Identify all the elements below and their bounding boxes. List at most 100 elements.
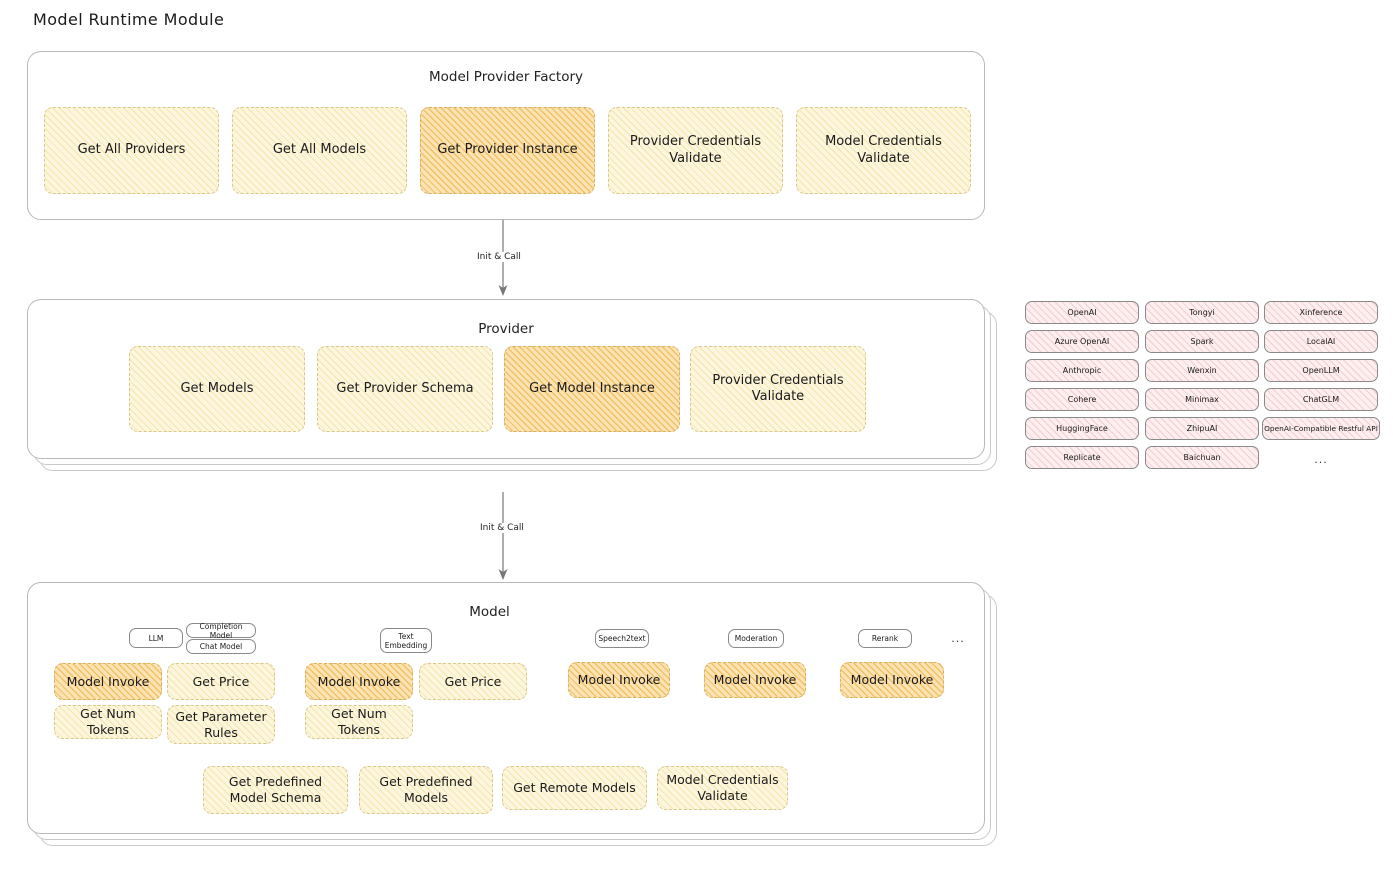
provider-chip-anthropic[interactable]: Anthropic — [1025, 359, 1139, 382]
node-label: Model Credentials Validate — [825, 134, 942, 166]
factory-node-get-provider-instance[interactable]: Get Provider Instance — [420, 107, 595, 194]
node-label: Provider Credentials Validate — [629, 134, 762, 166]
node-label: Get Num Tokens — [331, 706, 387, 737]
chip-label: Spark — [1190, 337, 1214, 346]
provider-chip-localai[interactable]: LocalAI — [1264, 330, 1378, 353]
model-action-text-embedding-model-invoke[interactable]: Model Invoke — [305, 663, 413, 700]
factory-node-model-credentials-validate[interactable]: Model Credentials Validate — [796, 107, 971, 194]
model-type-badge-more: ... — [944, 631, 972, 647]
model-type-badge-speech2text[interactable]: Speech2text — [595, 629, 649, 648]
model-type-badge-text-embedding[interactable]: Text Embedding — [380, 628, 432, 653]
model-subtype-badge-chat-model[interactable]: Chat Model — [186, 639, 256, 654]
badge-label: LLM — [148, 633, 164, 643]
chip-label: Tongyi — [1189, 308, 1215, 317]
chip-label: OpenAI — [1067, 308, 1097, 317]
model-common-action-get-remote-models[interactable]: Get Remote Models — [502, 766, 647, 810]
node-label: Get Predefined Models — [379, 774, 473, 805]
node-label: Get Provider Schema — [336, 380, 474, 396]
model-action-rerank-model-invoke[interactable]: Model Invoke — [840, 662, 944, 698]
provider-chip-chatglm[interactable]: ChatGLM — [1264, 388, 1378, 411]
badge-label: ... — [951, 632, 965, 646]
badge-label: Chat Model — [199, 642, 243, 651]
chip-label: OpenLLM — [1302, 366, 1340, 375]
node-label: Get Predefined Model Schema — [228, 774, 323, 805]
node-label: Get Model Instance — [529, 380, 655, 396]
badge-label: Text Embedding — [384, 631, 428, 650]
provider-chip-xinference[interactable]: Xinference — [1264, 301, 1378, 324]
model-subtype-badge-completion-model[interactable]: Completion Model — [186, 621, 256, 640]
badge-label: Moderation — [734, 634, 778, 643]
badge-label: Completion Model — [199, 621, 243, 640]
model-action-llm-get-parameter-rules[interactable]: Get Parameter Rules — [167, 705, 275, 744]
arrow-provider-to-model — [470, 492, 540, 582]
provider-chip-more: ... — [1264, 450, 1378, 468]
provider-chip-openai[interactable]: OpenAI — [1025, 301, 1139, 324]
provider-chip-azure-openai[interactable]: Azure OpenAI — [1025, 330, 1139, 353]
node-label: Get Provider Instance — [437, 142, 578, 158]
chip-label: ZhipuAI — [1186, 424, 1218, 433]
chip-label: OpenAI-Compatible Restful API — [1264, 424, 1378, 433]
model-common-action-get-predefined-models[interactable]: Get Predefined Models — [359, 766, 493, 814]
node-label: Provider Credentials Validate — [712, 372, 844, 404]
node-label: Get Models — [180, 380, 254, 396]
provider-chip-minimax[interactable]: Minimax — [1145, 388, 1259, 411]
model-action-text-embedding-get-price[interactable]: Get Price — [419, 663, 527, 700]
model-type-badge-llm[interactable]: LLM — [129, 628, 183, 648]
model-action-llm-get-num-tokens[interactable]: Get Num Tokens — [54, 705, 162, 739]
chip-label: ... — [1314, 452, 1328, 466]
provider-chip-baichuan[interactable]: Baichuan — [1145, 446, 1259, 469]
model-action-moderation-model-invoke[interactable]: Model Invoke — [704, 662, 806, 698]
model-type-badge-rerank[interactable]: Rerank — [858, 629, 912, 648]
chip-label: Anthropic — [1062, 366, 1102, 375]
arrow-icon — [498, 492, 508, 580]
chip-label: Replicate — [1063, 453, 1101, 462]
node-label: Model Invoke — [577, 672, 661, 688]
node-label: Get Num Tokens — [80, 706, 136, 737]
model-action-llm-model-invoke[interactable]: Model Invoke — [54, 663, 162, 700]
provider-chip-openai-compatible-restful-api[interactable]: OpenAI-Compatible Restful API — [1262, 417, 1380, 440]
model-action-speech2text-model-invoke[interactable]: Model Invoke — [568, 662, 670, 698]
page-title: Model Runtime Module — [33, 10, 225, 29]
provider-node-provider-credentials-validate[interactable]: Provider Credentials Validate — [690, 346, 866, 432]
provider-chip-huggingface[interactable]: HuggingFace — [1025, 417, 1139, 440]
node-label: Get All Providers — [77, 142, 186, 158]
model-type-badge-moderation[interactable]: Moderation — [728, 629, 784, 648]
chip-label: Wenxin — [1187, 366, 1217, 375]
provider-chip-replicate[interactable]: Replicate — [1025, 446, 1139, 469]
model-common-action-get-predefined-model-schema[interactable]: Get Predefined Model Schema — [203, 766, 348, 814]
model-action-llm-get-price[interactable]: Get Price — [167, 663, 275, 700]
model-action-text-embedding-get-num-tokens[interactable]: Get Num Tokens — [305, 705, 413, 739]
factory-node-provider-credentials-validate[interactable]: Provider Credentials Validate — [608, 107, 783, 194]
provider-node-get-models[interactable]: Get Models — [129, 346, 305, 432]
model-title: Model — [469, 604, 510, 620]
chip-label: Minimax — [1185, 395, 1219, 404]
node-label: Model Invoke — [317, 673, 401, 689]
provider-title: Provider — [478, 321, 534, 337]
provider-chip-spark[interactable]: Spark — [1145, 330, 1259, 353]
factory-node-get-all-providers[interactable]: Get All Providers — [44, 107, 219, 194]
provider-node-get-model-instance[interactable]: Get Model Instance — [504, 346, 680, 432]
provider-chip-cohere[interactable]: Cohere — [1025, 388, 1139, 411]
node-label: Get Remote Models — [513, 780, 636, 796]
arrow-label-init-and-call-1: Init & Call — [474, 252, 524, 262]
chip-label: ChatGLM — [1302, 395, 1340, 404]
chip-label: Baichuan — [1183, 453, 1221, 462]
chip-label: Azure OpenAI — [1054, 337, 1110, 346]
factory-node-get-all-models[interactable]: Get All Models — [232, 107, 407, 194]
chip-label: HuggingFace — [1056, 424, 1108, 433]
node-label: Model Invoke — [66, 673, 150, 689]
provider-chip-wenxin[interactable]: Wenxin — [1145, 359, 1259, 382]
node-label: Get Price — [192, 673, 250, 689]
provider-chip-tongyi[interactable]: Tongyi — [1145, 301, 1259, 324]
model-common-action-model-credentials-validate[interactable]: Model Credentials Validate — [657, 766, 788, 810]
provider-chip-openllm[interactable]: OpenLLM — [1264, 359, 1378, 382]
node-label: Model Invoke — [850, 672, 934, 688]
provider-chip-zhipuai[interactable]: ZhipuAI — [1145, 417, 1259, 440]
chip-label: Cohere — [1067, 395, 1097, 404]
node-label: Model Credentials Validate — [666, 772, 779, 803]
arrow-label-init-and-call-2: Init & Call — [477, 523, 527, 533]
badge-label: Speech2text — [598, 634, 646, 643]
chip-label: Xinference — [1299, 308, 1343, 317]
provider-node-get-provider-schema[interactable]: Get Provider Schema — [317, 346, 493, 432]
